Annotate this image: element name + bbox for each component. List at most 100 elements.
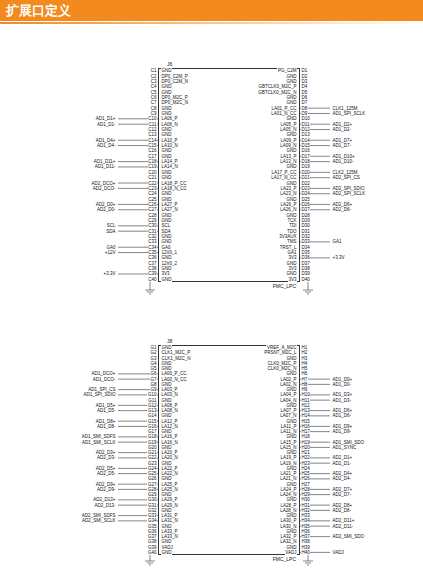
pin-name: GND bbox=[286, 79, 297, 84]
net-label: AD1_D4+ bbox=[95, 138, 116, 143]
pin-number: C9 bbox=[150, 111, 157, 116]
pin-name: GND bbox=[161, 170, 172, 175]
pin-number: C1 bbox=[150, 68, 157, 73]
pin-number: C8 bbox=[150, 106, 157, 111]
pin-number: H9 bbox=[301, 387, 308, 392]
pin-number: H35 bbox=[301, 524, 310, 529]
pin-number: C3 bbox=[150, 79, 157, 84]
pin-name: CLK1_M2C_P bbox=[161, 350, 191, 355]
pin-name: GND bbox=[161, 234, 172, 239]
pin-name: CLK0_M2C_P bbox=[267, 361, 297, 366]
net-label: AD1_D5- bbox=[96, 408, 116, 413]
pin-name: LA33_P bbox=[161, 529, 178, 534]
net-label: AD1_D10- bbox=[332, 159, 354, 164]
pin-number: C40 bbox=[148, 277, 157, 282]
net-label: AD1_SMI_SDFS bbox=[81, 434, 116, 439]
pin-number: D40 bbox=[301, 277, 310, 282]
net-label: AD2_D0+ bbox=[95, 202, 116, 207]
pin-name: GND bbox=[161, 413, 172, 418]
pin-number: D32 bbox=[301, 234, 310, 239]
pin-number: H19 bbox=[301, 440, 310, 445]
pin-name: LA24_P bbox=[280, 487, 297, 492]
net-label: GA1 bbox=[332, 239, 342, 244]
pin-name: LA04_P bbox=[280, 392, 297, 397]
pin-name: LA29_N bbox=[161, 503, 178, 508]
pin-number: D14 bbox=[301, 138, 310, 143]
pin-name: GND bbox=[286, 164, 297, 169]
pin-name: LA02_N bbox=[280, 382, 297, 387]
pin-name: GND bbox=[161, 127, 172, 132]
pin-number: D6 bbox=[301, 95, 308, 100]
pin-name: GND bbox=[286, 261, 297, 266]
pin-number: G35 bbox=[147, 524, 157, 529]
pin-number: G32 bbox=[147, 508, 157, 513]
net-label: AD2_SPI_CS bbox=[332, 175, 360, 180]
pin-number: G34 bbox=[147, 518, 157, 523]
pin-number: D15 bbox=[301, 143, 310, 148]
pin-number: G3 bbox=[150, 356, 157, 361]
pin-name: LA14_N bbox=[161, 164, 178, 169]
pin-number: H39 bbox=[301, 545, 310, 550]
pin-number: D9 bbox=[301, 111, 308, 116]
pin-number: G31 bbox=[147, 503, 157, 508]
pin-name: GND bbox=[286, 497, 297, 502]
pin-name: TRST_L bbox=[279, 245, 297, 250]
pin-name: LA31_N bbox=[161, 518, 178, 523]
pin-name: VREF_A_M2C bbox=[266, 345, 297, 350]
pin-name: GND bbox=[286, 482, 297, 487]
pin-name: GND bbox=[161, 366, 172, 371]
pin-number: D16 bbox=[301, 148, 310, 153]
pin-number: H27 bbox=[301, 482, 310, 487]
net-label: AD1_DCO- bbox=[92, 377, 116, 382]
pin-number: H29 bbox=[301, 492, 310, 497]
pin-name: GND bbox=[161, 476, 172, 481]
pin-name: LA17_N_CC bbox=[271, 175, 297, 180]
pin-number: H24 bbox=[301, 466, 310, 471]
pin-number: G6 bbox=[150, 371, 157, 376]
pin-name: LA10_P bbox=[161, 138, 178, 143]
pin-number: D8 bbox=[301, 106, 308, 111]
pin-number: H34 bbox=[301, 518, 310, 523]
pin-name: GND bbox=[161, 345, 172, 350]
pin-name: LA04_N bbox=[280, 398, 297, 403]
pin-number: D20 bbox=[301, 170, 310, 175]
net-label: AD1_SPI_SCLK bbox=[332, 111, 366, 116]
pin-name: LA26_N bbox=[280, 207, 297, 212]
pin-name: CLK1_M2C_N bbox=[161, 356, 191, 361]
net-label: AD2_D8+ bbox=[332, 503, 353, 508]
pin-number: H14 bbox=[301, 413, 310, 418]
header-line bbox=[0, 22, 423, 24]
pin-number: D28 bbox=[301, 213, 310, 218]
pin-name: GND bbox=[286, 132, 297, 137]
pin-number: D25 bbox=[301, 197, 310, 202]
pin-number: G12 bbox=[147, 403, 157, 408]
pin-name: TMS bbox=[287, 239, 298, 244]
net-label: AD1_D8+ bbox=[95, 419, 116, 424]
pin-number: D38 bbox=[301, 266, 310, 271]
pin-number: G40 bbox=[147, 550, 157, 555]
pin-name: GBTCLK0_M2C_P bbox=[258, 84, 297, 89]
pin-number: D11 bbox=[301, 122, 310, 127]
net-label: AD1_DCO+ bbox=[91, 371, 116, 376]
pin-name: LA29_P bbox=[161, 497, 178, 502]
pin-number: C7 bbox=[150, 100, 157, 105]
pin-name: DP0_M2C_P bbox=[161, 95, 188, 100]
pin-name: LA08_P bbox=[161, 403, 178, 408]
net-label: AD1_D3+ bbox=[332, 392, 353, 397]
net-label: CLK2_125M bbox=[332, 170, 358, 175]
pin-number: G25 bbox=[147, 471, 157, 476]
net-label: +3.3V bbox=[332, 255, 345, 260]
pin-name: GND bbox=[161, 111, 172, 116]
pin-name: DP0_M2C_N bbox=[161, 100, 189, 105]
pin-number: C5 bbox=[150, 90, 157, 95]
part-value: FMC_LPC bbox=[273, 283, 296, 289]
pin-name: GND bbox=[161, 175, 172, 180]
pin-name: GND bbox=[286, 95, 297, 100]
pin-number: D5 bbox=[301, 90, 308, 95]
pin-number: G16 bbox=[147, 424, 157, 429]
pin-name: GND bbox=[286, 513, 297, 518]
pin-name: LA32_P bbox=[280, 534, 297, 539]
pin-number: C32 bbox=[148, 234, 157, 239]
pin-name: LA25_P bbox=[161, 482, 178, 487]
